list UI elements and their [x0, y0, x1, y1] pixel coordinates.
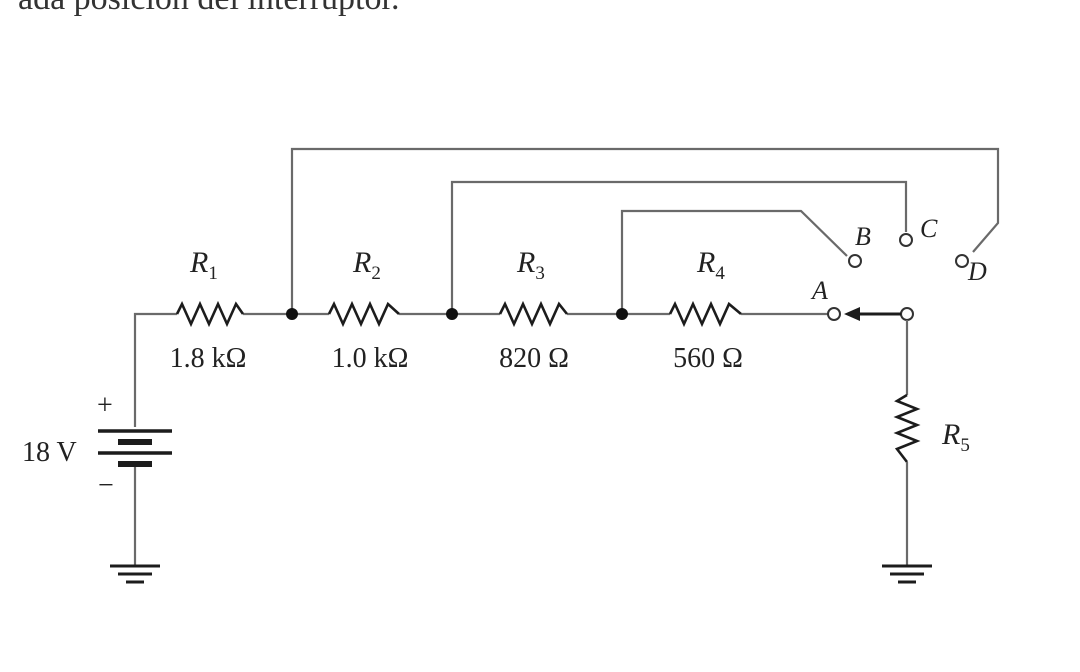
switch-terminal-d	[955, 254, 969, 268]
switch-pivot	[900, 307, 914, 321]
switch-label-b: B	[855, 222, 871, 251]
label-r4: R4	[696, 246, 725, 284]
wire-battery-top	[133, 312, 177, 427]
switch-terminal-b	[848, 254, 862, 268]
wire-to-b	[620, 209, 848, 314]
resistor-r3	[498, 300, 569, 328]
label-r2: R2	[352, 246, 381, 284]
switch-terminal-a	[827, 307, 841, 321]
label-r3: R3	[516, 246, 545, 284]
value-r4: 560 Ω	[673, 343, 743, 374]
junction-dot-1	[286, 308, 298, 320]
wire-to-d	[290, 147, 1000, 314]
junction-dot-3	[616, 308, 628, 320]
ground-left	[110, 564, 160, 584]
value-r1: 1.8 kΩ	[170, 343, 247, 374]
switch-label-c: C	[920, 214, 938, 243]
battery-symbol	[98, 429, 172, 467]
resistor-r2	[327, 300, 400, 328]
switch-label-a: A	[810, 276, 828, 305]
resistor-r1	[175, 300, 245, 328]
label-r1: R1	[189, 246, 218, 284]
value-r2: 1.0 kΩ	[332, 343, 409, 374]
resistor-r5	[893, 393, 921, 463]
wire-to-c	[450, 180, 908, 314]
switch-terminal-c	[899, 233, 913, 247]
battery-plus: +	[97, 390, 113, 421]
junction-dot-2	[446, 308, 458, 320]
label-r5: R5	[941, 418, 970, 456]
value-r3: 820 Ω	[499, 343, 569, 374]
header-text: ada posición del interruptor.	[18, 0, 399, 18]
switch-arrow-icon	[844, 307, 860, 321]
resistor-r4	[668, 300, 742, 328]
switch-label-d: D	[967, 257, 987, 286]
ground-right	[882, 564, 932, 584]
battery-minus: −	[98, 470, 114, 501]
battery-voltage: 18 V	[22, 437, 77, 468]
